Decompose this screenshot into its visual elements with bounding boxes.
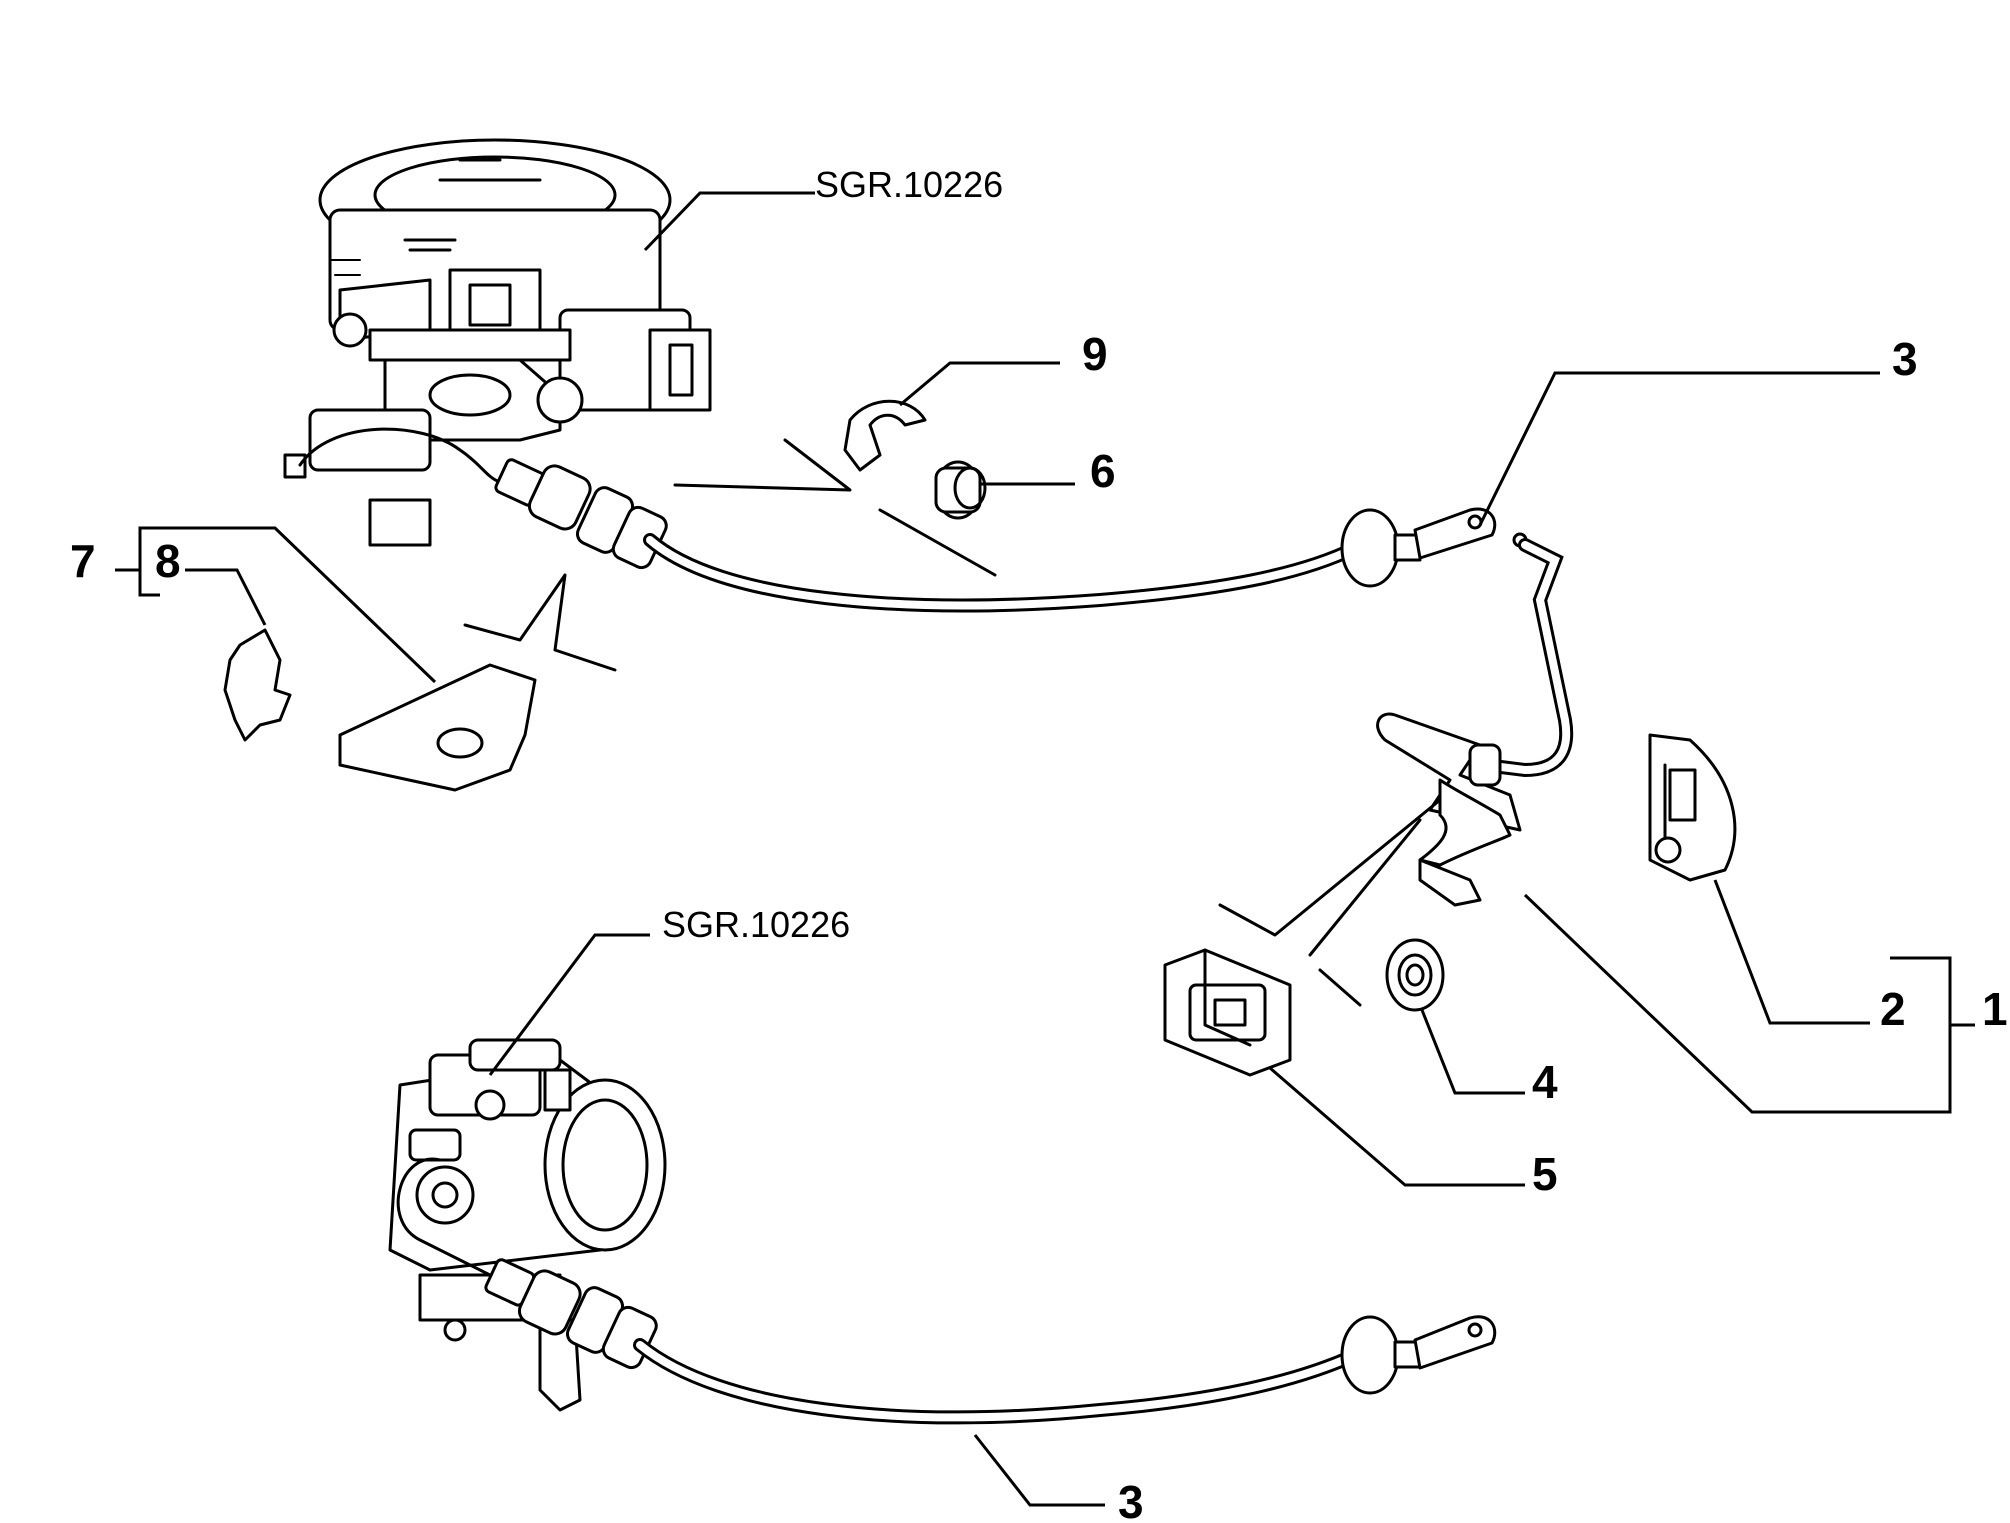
part-2-pedal-cover	[1648, 733, 1737, 882]
ref-label-lower: SGR.10226	[662, 904, 850, 945]
label-1: 1	[1982, 983, 2008, 1035]
explode-line-d	[1218, 798, 1442, 937]
part-6-bushing	[934, 460, 987, 520]
label-2: 2	[1880, 983, 1906, 1035]
upper-throttle-body	[283, 138, 712, 547]
lower-sensor-wire	[396, 1157, 502, 1282]
leader-lines	[115, 191, 1975, 1507]
part-8-clip	[223, 628, 292, 742]
label-6: 6	[1090, 445, 1116, 497]
label-3-upper: 3	[1892, 333, 1918, 385]
ref-label-upper: SGR.10226	[815, 164, 1003, 205]
part-1-pedal-rod	[1376, 532, 1574, 907]
explode-line-c	[463, 573, 617, 672]
part-4-nut	[1385, 938, 1445, 1012]
part-9-clip	[843, 399, 927, 472]
part-5-pad	[1163, 948, 1292, 1077]
explode-line-b	[878, 508, 997, 577]
label-5: 5	[1532, 1148, 1558, 1200]
explode-line-a	[673, 438, 852, 492]
label-4: 4	[1532, 1056, 1558, 1108]
label-3-lower: 3	[1118, 1476, 1144, 1523]
label-7: 7	[70, 535, 96, 587]
part-7-bracket	[338, 663, 537, 792]
explode-line-f	[1318, 968, 1362, 1007]
upper-sensor-wire	[298, 427, 522, 485]
label-9: 9	[1082, 328, 1108, 380]
upper-accelerator-cable	[494, 458, 1497, 613]
label-8: 8	[155, 535, 181, 587]
lower-accelerator-cable	[484, 1258, 1497, 1425]
explode-line-e	[1308, 818, 1422, 957]
